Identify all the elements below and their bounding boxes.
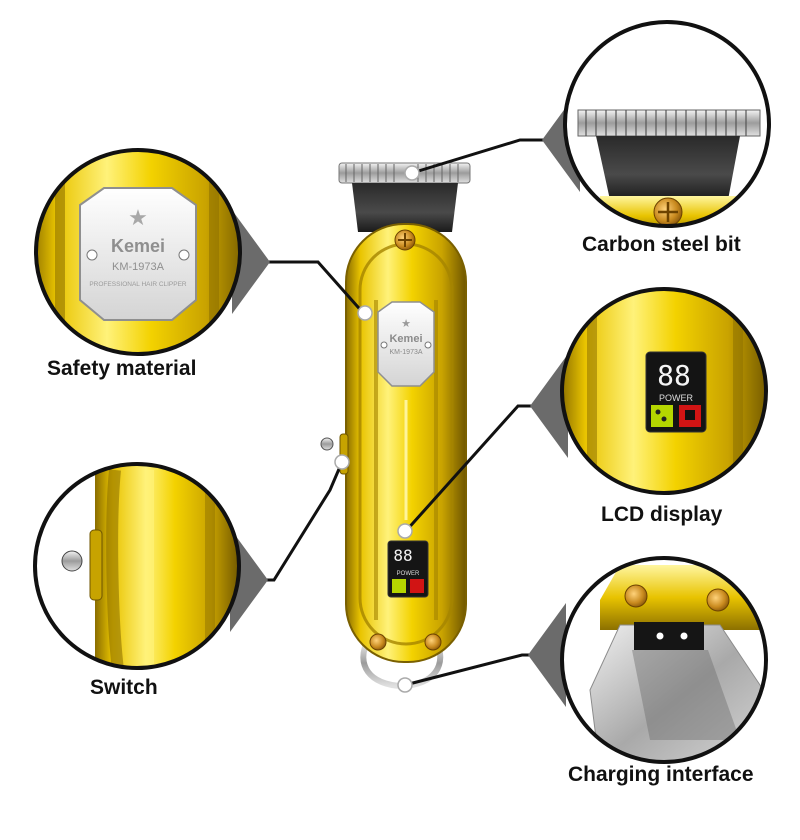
label-lcd-display: LCD display xyxy=(601,503,723,526)
anchor-dots xyxy=(334,165,420,693)
safety-logo-plate xyxy=(79,187,197,321)
label-switch: Switch xyxy=(90,676,158,699)
closeup-charging xyxy=(560,556,768,764)
label-charging-interface: Charging interface xyxy=(568,763,754,786)
body-lcd-caption: POWER xyxy=(397,571,420,577)
svg-text:★: ★ xyxy=(401,317,411,330)
body-model-text: KM-1973A xyxy=(389,349,422,356)
closeup-switch-button xyxy=(61,550,83,572)
logo-plate xyxy=(377,301,435,387)
closeup-lcd-digits: 88 xyxy=(657,359,691,392)
switch-button xyxy=(320,437,334,451)
clipper-illustration: ★ Kemei KM-1973A 88 POWER xyxy=(320,162,471,690)
label-safety-material: Safety material xyxy=(47,357,197,380)
body-brand-text: Kemei xyxy=(389,333,422,345)
closeup-carbon xyxy=(563,20,771,228)
svg-text:★: ★ xyxy=(128,206,148,231)
label-carbon-steel-bit: Carbon steel bit xyxy=(582,233,741,256)
closeup-switch xyxy=(33,462,241,670)
closeup-safety: ★ Kemei KM-1973A PROFESSIONAL HAIR CLIPP… xyxy=(34,148,242,356)
closeup-lcd: 88 POWER xyxy=(560,287,768,495)
body-lcd-digits: 88 xyxy=(393,546,412,565)
closeup-brand-text: Kemei xyxy=(111,236,165,256)
head xyxy=(352,183,458,232)
closeup-model-text: KM-1973A xyxy=(112,261,165,273)
closeup-lcd-caption: POWER xyxy=(659,393,694,403)
closeup-tagline-text: PROFESSIONAL HAIR CLIPPER xyxy=(89,281,187,288)
